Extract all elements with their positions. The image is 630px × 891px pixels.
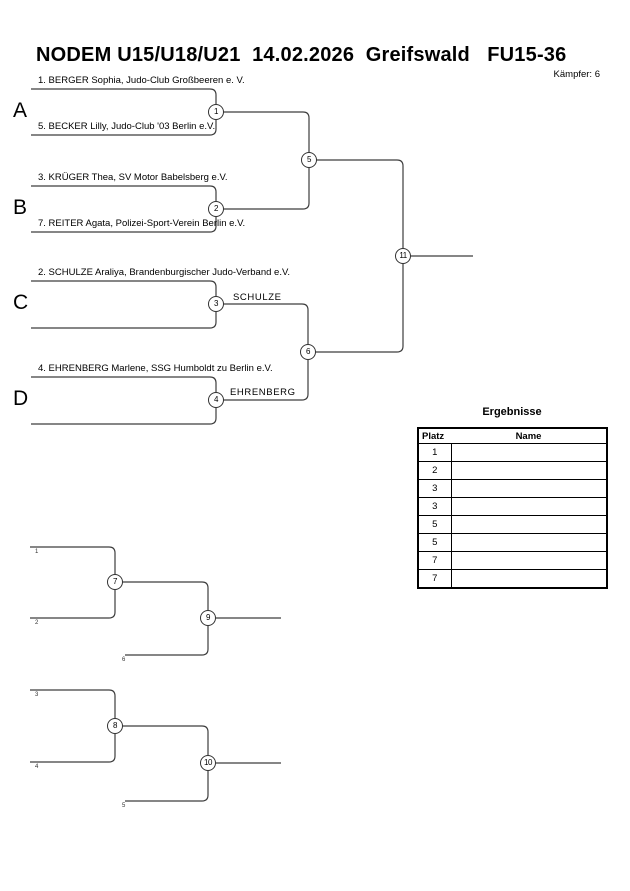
results-name-cell: [450, 479, 608, 498]
results-name-cell: [450, 515, 608, 534]
results-table: Platz Name 1 2 3 3 5 5 7 7: [417, 427, 608, 589]
bracket-final: [308, 159, 404, 353]
winner-label-schulze: SCHULZE: [233, 292, 282, 303]
results-row: 5: [417, 533, 608, 552]
results-row: 5: [417, 515, 608, 534]
group-letter-d: D: [13, 387, 29, 410]
entry-reiter: 7. REITER Agata, Polizei-Sport-Verein Be…: [38, 218, 246, 229]
match-circle-7: 7: [107, 574, 123, 590]
repechage1-connector: [115, 581, 209, 656]
repechage-slot-label-5: 5: [122, 803, 126, 809]
results-row: 1: [417, 443, 608, 462]
bracket-semi-6: [216, 303, 309, 401]
repechage-slot-label-1: 1: [35, 549, 39, 555]
repechage-slot-label-2: 2: [35, 620, 39, 626]
entry-schulze: 2. SCHULZE Araliya, Brandenburgischer Ju…: [38, 267, 291, 278]
entry-ehrenberg: 4. EHRENBERG Marlene, SSG Humboldt zu Be…: [38, 363, 273, 374]
results-name-cell: [450, 443, 608, 462]
results-rank: 7: [417, 551, 452, 570]
results-row: 7: [417, 569, 608, 589]
results-name-cell: [450, 461, 608, 480]
repechage-slot-label-3: 3: [35, 692, 39, 698]
results-name-cell: [450, 497, 608, 516]
group-letter-c: C: [13, 291, 29, 314]
winner-label-ehrenberg: EHRENBERG: [230, 387, 296, 398]
fighters-count: Kämpfer: 6: [553, 69, 600, 80]
bracket-semi-5: [216, 111, 310, 210]
group-letter-a: A: [13, 99, 28, 122]
match-circle-6: 6: [300, 344, 316, 360]
results-rank: 1: [417, 443, 452, 462]
group-letter-b: B: [13, 196, 28, 219]
repechage2-connector: [115, 725, 209, 802]
results-name-cell: [450, 569, 608, 589]
match-circle-5: 5: [301, 152, 317, 168]
entry-berger: 1. BERGER Sophia, Judo-Club Großbeeren e…: [38, 75, 245, 86]
match-circle-8: 8: [107, 718, 123, 734]
repechage-slot-label-6: 6: [122, 657, 126, 663]
results-name-cell: [450, 533, 608, 552]
results-rank: 7: [417, 569, 452, 589]
match-circle-2: 2: [208, 201, 224, 217]
bracket-pair-d: [31, 376, 217, 425]
results-col-platz: Platz: [418, 428, 451, 444]
match-circle-3: 3: [208, 296, 224, 312]
match-circle-1: 1: [208, 104, 224, 120]
results-rank: 5: [417, 533, 452, 552]
match-circle-10: 10: [200, 755, 216, 771]
repechage-slot-label-4: 4: [35, 764, 39, 770]
results-rank: 3: [417, 497, 452, 516]
match-circle-9: 9: [200, 610, 216, 626]
results-rank: 5: [417, 515, 452, 534]
repechage1-pair: [30, 546, 116, 619]
entry-krueger: 3. KRÜGER Thea, SV Motor Babelsberg e.V.: [38, 172, 228, 183]
results-rank: 2: [417, 461, 452, 480]
repechage2-pair: [30, 689, 116, 763]
match-circle-4: 4: [208, 392, 224, 408]
entry-becker: 5. BECKER Lilly, Judo-Club '03 Berlin e.…: [38, 121, 216, 132]
page-title: NODEM U15/U18/U21 14.02.2026 Greifswald …: [36, 44, 567, 66]
results-row: 3: [417, 479, 608, 498]
results-rank: 3: [417, 479, 452, 498]
results-row: 2: [417, 461, 608, 480]
results-title: Ergebnisse: [482, 406, 542, 418]
results-row: 3: [417, 497, 608, 516]
results-row: 7: [417, 551, 608, 570]
results-header-row: Platz Name: [418, 428, 607, 444]
match-circle-11: 11: [395, 248, 411, 264]
results-col-name: Name: [451, 428, 607, 444]
bracket-pair-c: [31, 280, 217, 329]
results-name-cell: [450, 551, 608, 570]
